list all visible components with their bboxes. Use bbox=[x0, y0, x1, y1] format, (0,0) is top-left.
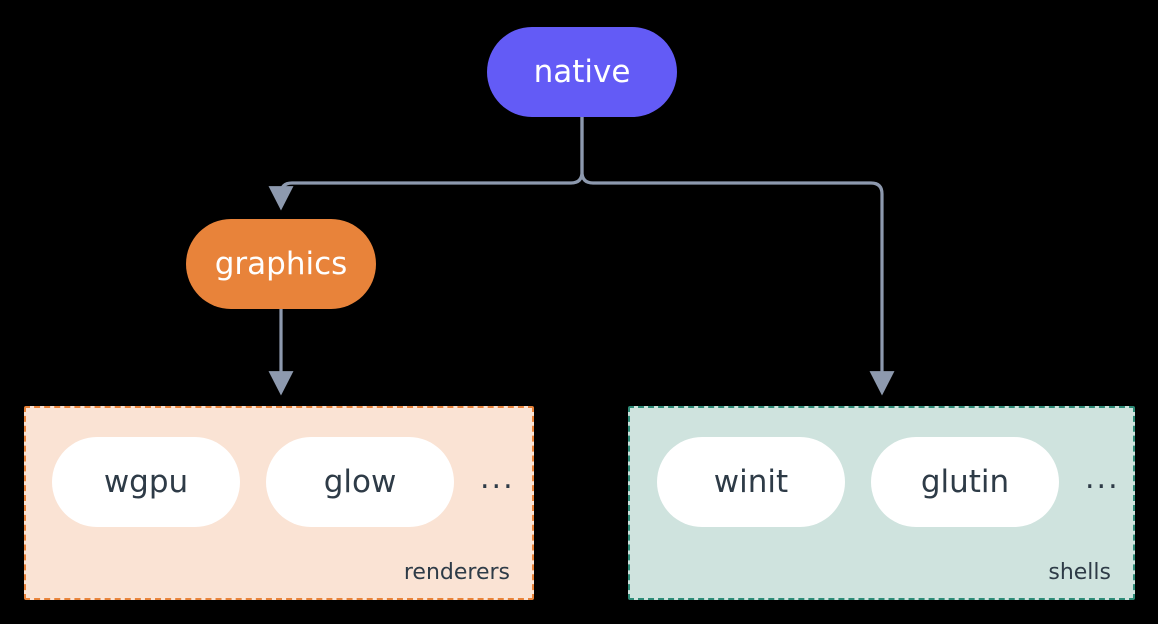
node-glow[interactable]: glow bbox=[266, 437, 454, 527]
node-glutin[interactable]: glutin bbox=[871, 437, 1059, 527]
cluster-renderers-title: renderers bbox=[403, 560, 510, 585]
node-graphics[interactable]: graphics bbox=[186, 219, 376, 309]
edge-native-to-graphics bbox=[268, 115, 584, 211]
node-winit[interactable]: winit bbox=[657, 437, 845, 527]
node-graphics-label: graphics bbox=[214, 245, 348, 282]
node-glutin-label: glutin bbox=[920, 463, 1010, 500]
shells-overflow-ellipsis: ... bbox=[1085, 461, 1120, 496]
cluster-shells-title: shells bbox=[1048, 560, 1111, 585]
renderers-overflow-ellipsis: ... bbox=[480, 461, 515, 496]
cluster-shells-items: winit glutin ... bbox=[657, 437, 1120, 527]
node-native[interactable]: native bbox=[487, 27, 677, 117]
cluster-renderers: wgpu glow ... renderers bbox=[24, 406, 534, 600]
cluster-renderers-items: wgpu glow ... bbox=[52, 437, 515, 527]
edge-native-to-shells bbox=[580, 115, 895, 396]
node-native-label: native bbox=[533, 53, 631, 90]
node-winit-label: winit bbox=[713, 463, 789, 500]
cluster-shells: winit glutin ... shells bbox=[628, 406, 1135, 600]
node-wgpu-label: wgpu bbox=[103, 463, 189, 500]
node-wgpu[interactable]: wgpu bbox=[52, 437, 240, 527]
node-glow-label: glow bbox=[323, 463, 397, 500]
